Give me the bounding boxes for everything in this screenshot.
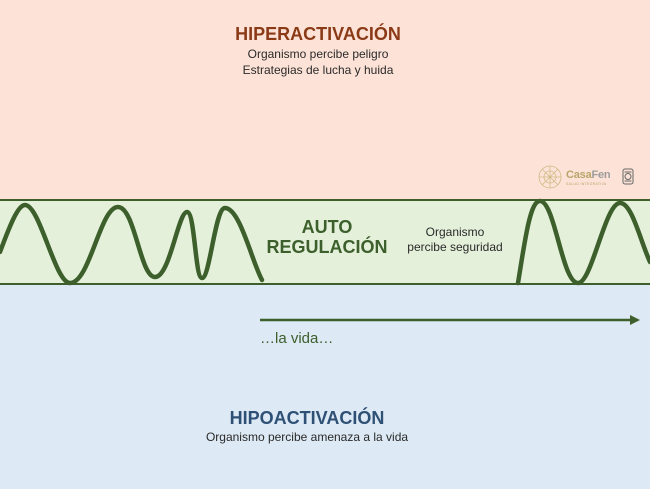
casafen-logo (538, 165, 634, 189)
hyperactivation-description-2: Estrategias de lucha y huida (242, 63, 394, 77)
autoregulation-title-line2: REGULACIÓN (266, 237, 388, 257)
hyperactivation-zone (0, 0, 650, 199)
hyperactivation-description-1: Organismo percibe peligro (247, 47, 389, 61)
hypoactivation-description-1: Organismo percibe amenaza a la vida (205, 430, 409, 444)
life-arrow-label: …la vida… (260, 330, 334, 347)
logo-brand: CasaFen (566, 169, 611, 181)
autoregulation-description-1: Organismo (425, 225, 485, 239)
logo-brand-casa: Casa (566, 169, 592, 181)
logo-tagline: SALUD INTEGRATIVA (566, 182, 607, 186)
hypoactivation-title: HIPOACTIVACIÓN (229, 408, 385, 428)
hyperactivation-title: HIPERACTIVACIÓN (235, 24, 401, 44)
hypoactivation-zone (0, 285, 650, 489)
autoregulation-description-2: percibe seguridad (407, 240, 503, 254)
registered-badge-icon (622, 168, 634, 185)
mandala-icon (538, 165, 562, 189)
logo-brand-fen: Fen (591, 169, 611, 181)
autoregulation-title-line1: AUTO (301, 217, 353, 237)
